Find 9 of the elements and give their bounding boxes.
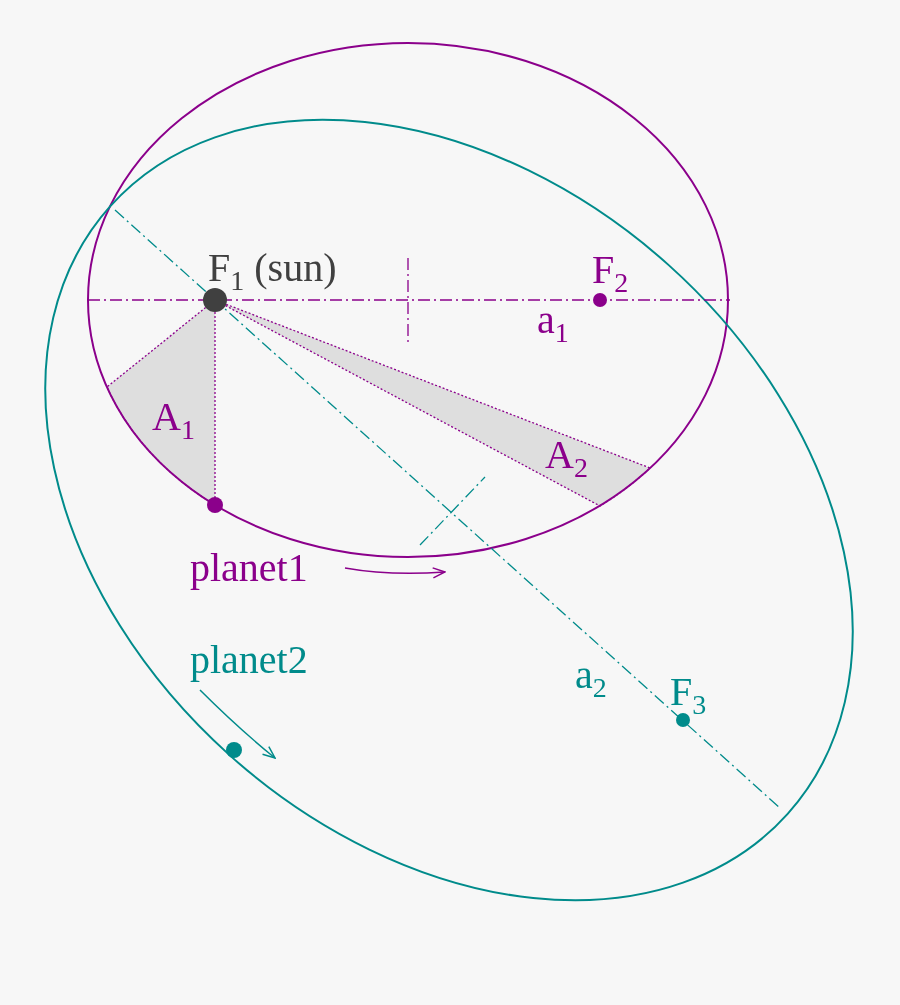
- area-label: A$_{1}$: [152, 397, 195, 444]
- focus-label: F$_{1}$ (sun): [208, 248, 337, 295]
- focus-label: F$_{3}$: [670, 672, 707, 719]
- planet-label: planet1: [190, 548, 308, 588]
- planet-label: planet2: [190, 640, 308, 680]
- axis-label: a$_{1}$: [537, 300, 569, 347]
- axis-label: a$_{2}$: [575, 655, 607, 702]
- area-label: A$_{2}$: [545, 435, 588, 482]
- focus-label: F$_{2}$: [592, 250, 629, 297]
